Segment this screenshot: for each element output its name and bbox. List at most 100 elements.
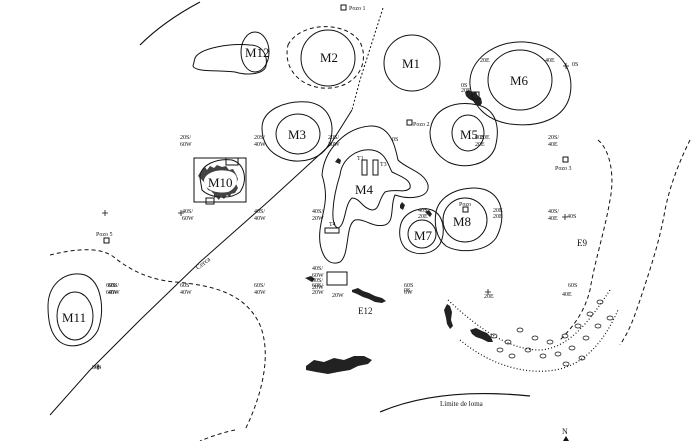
svg-text:20E: 20E — [493, 214, 503, 220]
svg-text:40W: 40W — [254, 216, 266, 222]
svg-text:20E: 20E — [418, 214, 428, 220]
mound-m7: M7 — [399, 208, 444, 254]
svg-text:Pozo 1: Pozo 1 — [349, 6, 366, 12]
svg-text:60S: 60S — [568, 283, 577, 289]
rock-scatter-4 — [306, 356, 372, 374]
e9-boundary — [559, 139, 613, 341]
svg-text:60W: 60W — [182, 216, 194, 222]
pebble-field — [447, 289, 619, 372]
mound-m5: M5 — [429, 90, 498, 167]
svg-text:40W: 40W — [254, 142, 266, 148]
svg-text:20W: 20W — [312, 290, 324, 296]
svg-text:60W: 60W — [106, 290, 118, 296]
svg-text:40S: 40S — [567, 214, 576, 220]
mound-m8: M8 Pozo — [434, 187, 503, 252]
well-pozo2: Pozo 2 — [406, 119, 430, 128]
mound-m1: M1 — [383, 34, 441, 92]
rock-scatter-6 — [305, 276, 315, 282]
svg-text:20E: 20E — [484, 294, 494, 300]
e12-box — [326, 271, 348, 286]
terrain-curve — [139, 1, 201, 46]
svg-text:40W: 40W — [254, 290, 266, 296]
well-pozo3: Pozo 3 — [555, 156, 572, 172]
svg-text:60W: 60W — [180, 142, 192, 148]
ridge-limit-line — [379, 393, 531, 413]
svg-text:0S: 0S — [461, 83, 467, 89]
rock-scatter-2 — [470, 328, 493, 342]
svg-text:20E: 20E — [461, 88, 471, 94]
mound-m6: M6 — [469, 41, 572, 126]
svg-text:T4: T4 — [329, 222, 336, 228]
svg-text:60S: 60S — [404, 283, 413, 289]
svg-text:M2: M2 — [320, 50, 338, 65]
ridge-limit-label: Límite de loma — [440, 400, 484, 408]
svg-text:0S: 0S — [392, 137, 398, 143]
well-pozo1: Pozo 1 — [340, 4, 366, 12]
e9-label: E9 — [577, 238, 587, 248]
svg-text:20S/: 20S/ — [180, 135, 191, 141]
fence-line — [49, 109, 353, 416]
dashed-boundary — [49, 249, 266, 431]
svg-text:20W: 20W — [312, 285, 324, 291]
svg-text:T1: T1 — [357, 156, 364, 162]
svg-text:20E: 20E — [493, 208, 503, 214]
rock-scatter-3 — [352, 288, 386, 303]
svg-text:N: N — [562, 427, 568, 436]
svg-text:40S/: 40S/ — [312, 209, 323, 215]
svg-text:Pozo 5: Pozo 5 — [96, 232, 113, 238]
e9-boundary-2 — [619, 139, 691, 346]
svg-text:0S: 0S — [404, 288, 410, 294]
fence-label: Cerca — [194, 255, 212, 272]
rock-scatter-1 — [444, 304, 453, 329]
svg-text:Pozo 2: Pozo 2 — [413, 122, 430, 128]
e12-label: E12 — [358, 306, 373, 316]
mound-m3: M3 — [261, 101, 333, 162]
svg-text:M12: M12 — [245, 45, 270, 60]
svg-text:T3: T3 — [380, 162, 387, 168]
mound-m12: M12 — [192, 31, 270, 75]
svg-text:M7: M7 — [414, 228, 433, 243]
svg-text:M8: M8 — [453, 214, 471, 229]
mound-m10: M10 — [193, 157, 247, 205]
svg-text:M5: M5 — [460, 127, 478, 142]
well-pozo5: Pozo 5 — [96, 232, 113, 244]
svg-text:60S/: 60S/ — [312, 283, 323, 289]
svg-text:20S/: 20S/ — [254, 135, 265, 141]
svg-text:20E: 20E — [475, 142, 485, 148]
svg-text:60S/: 60S/ — [108, 283, 119, 289]
svg-text:M1: M1 — [402, 56, 420, 71]
svg-text:M4: M4 — [355, 182, 374, 197]
svg-text:0S: 0S — [572, 62, 578, 68]
svg-text:60S/: 60S/ — [254, 283, 265, 289]
svg-text:60S: 60S — [180, 283, 189, 289]
stake-labels: 20S/ 60W 20S/ 40W 20S/ 20W 0S 20S/ 40E 4… — [92, 58, 578, 371]
grid-stakes — [95, 63, 569, 370]
svg-text:M10: M10 — [208, 175, 233, 190]
mound-m11: M11 — [47, 273, 103, 347]
path-line — [351, 7, 384, 111]
svg-text:M3: M3 — [288, 127, 306, 142]
svg-text:40S/: 40S/ — [548, 209, 559, 215]
svg-text:60W: 60W — [312, 273, 324, 279]
svg-text:20E: 20E — [480, 58, 490, 64]
svg-text:6W: 6W — [404, 290, 413, 296]
svg-text:20W: 20W — [328, 142, 340, 148]
svg-text:40E: 40E — [545, 58, 555, 64]
svg-text:40W: 40W — [180, 290, 192, 296]
svg-text:40S/: 40S/ — [312, 266, 323, 272]
svg-text:60S/: 60S/ — [312, 278, 323, 284]
svg-text:20W: 20W — [312, 216, 324, 222]
mound-m2: M2 — [286, 26, 364, 89]
svg-text:60S/: 60S/ — [106, 283, 117, 289]
svg-text:40S: 40S — [418, 208, 427, 214]
svg-text:40E: 40E — [548, 216, 558, 222]
svg-text:Pozo 3: Pozo 3 — [555, 166, 572, 172]
svg-text:20S/: 20S/ — [328, 135, 339, 141]
svg-text:40E: 40E — [562, 292, 572, 298]
north-arrow-icon: N — [562, 427, 569, 441]
svg-text:M6: M6 — [510, 73, 529, 88]
svg-text:40S/: 40S/ — [254, 209, 265, 215]
svg-text:40W: 40W — [108, 290, 120, 296]
svg-text:Pozo: Pozo — [459, 202, 471, 208]
